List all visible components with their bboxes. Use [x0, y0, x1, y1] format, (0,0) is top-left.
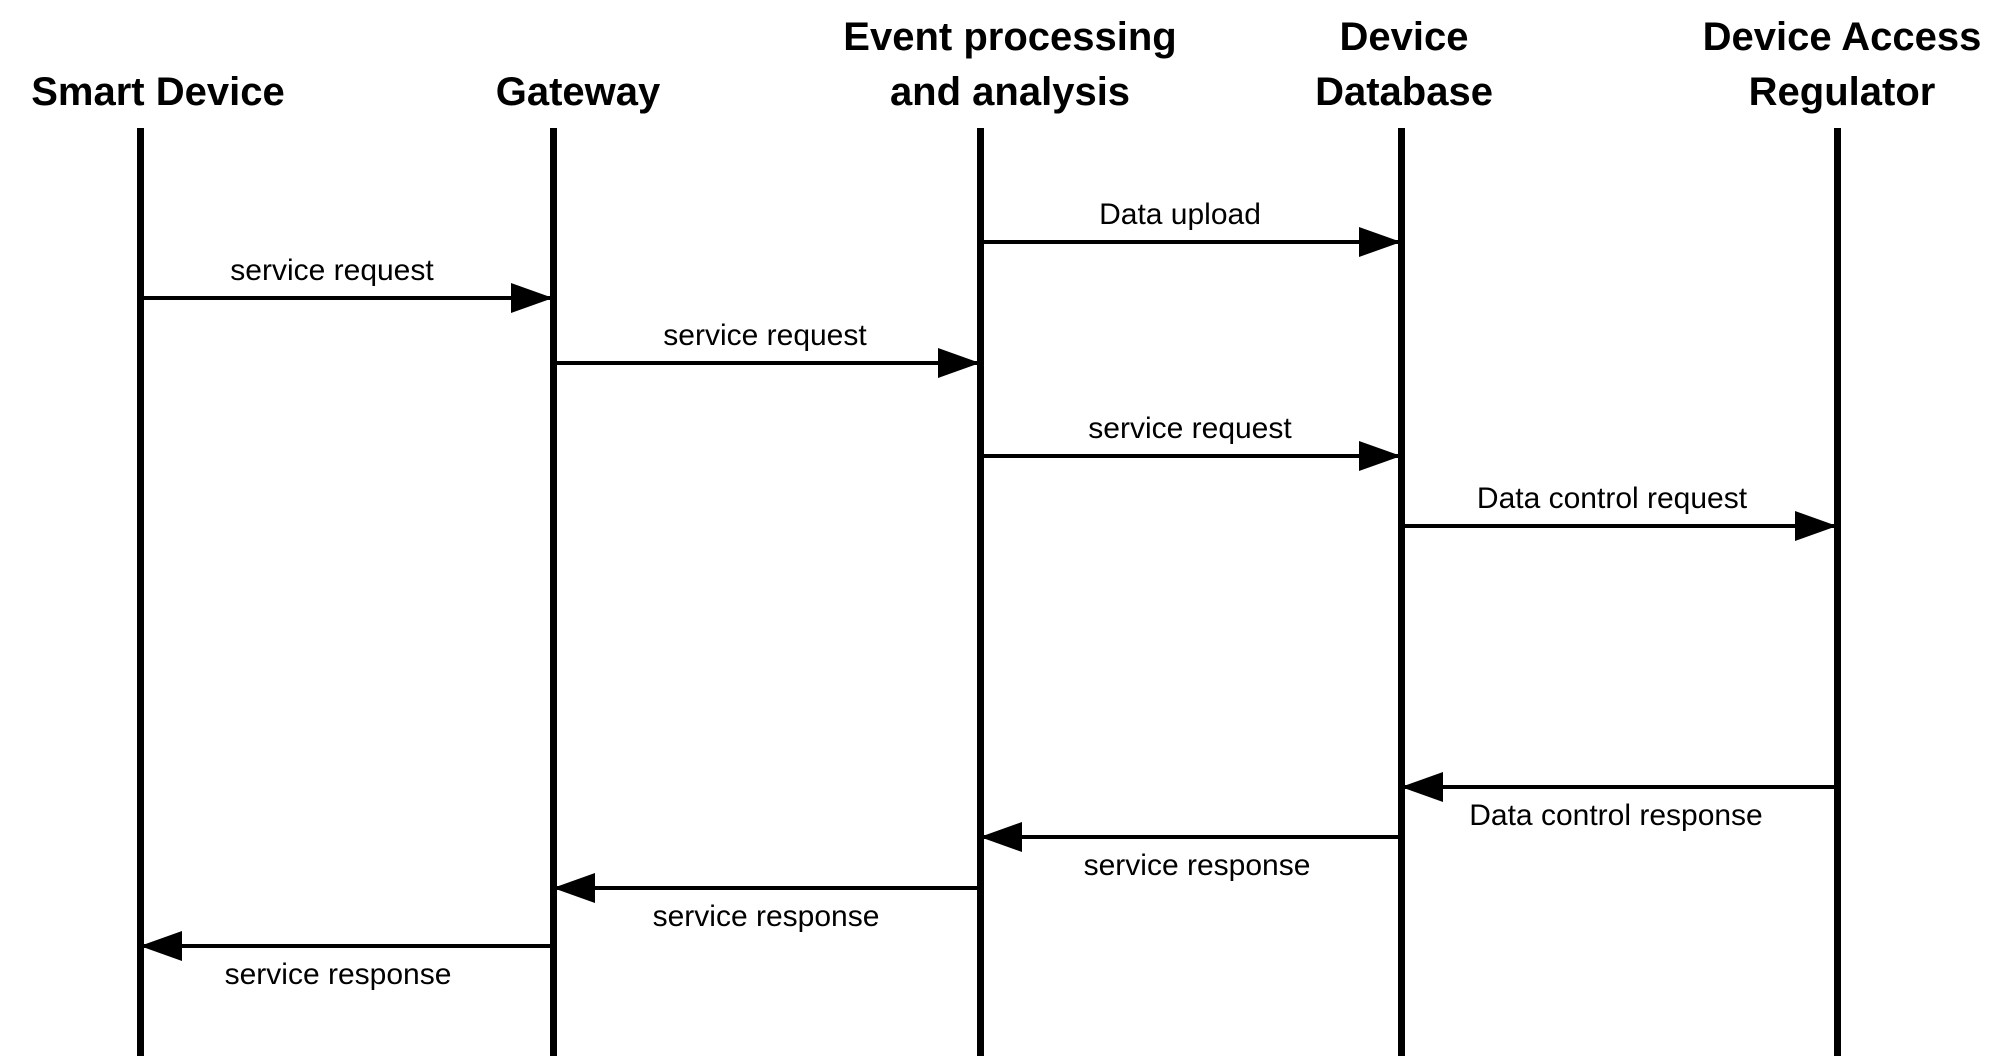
lifeline-device-access-regulator: [1834, 128, 1841, 1056]
actor-label-smart-device: Smart Device: [0, 65, 418, 120]
message-arrow-line: [553, 361, 980, 365]
arrowhead-right-icon: [1359, 441, 1401, 471]
lifeline-smart-device: [137, 128, 144, 1056]
message-label: service request: [230, 254, 434, 287]
message-arrow-line: [980, 835, 1401, 839]
actor-label-line: Database: [1315, 70, 1493, 114]
actor-label-line: Gateway: [495, 70, 661, 114]
lifeline-gateway: [550, 128, 557, 1056]
message-arrow-line: [553, 886, 980, 890]
actor-label-line: Device: [1339, 15, 1469, 59]
actor-label-line: Regulator: [1748, 70, 1936, 114]
actor-label-line: Event processing: [843, 15, 1177, 59]
actor-label-line: and analysis: [889, 70, 1131, 114]
message-arrow-line: [140, 944, 553, 948]
message-arrow-line: [1401, 785, 1837, 789]
arrowhead-left-icon: [553, 873, 595, 903]
message-arrow-line: [140, 296, 553, 300]
message-label: Data control request: [1476, 482, 1748, 515]
actor-label-event-processing: Event processing and analysis: [750, 10, 1270, 120]
lifeline-event-processing: [977, 128, 984, 1056]
message-label: service request: [1088, 412, 1292, 445]
message-arrow-line: [980, 240, 1401, 244]
actor-label-gateway: Gateway: [318, 65, 838, 120]
message-label: Data control response: [1469, 799, 1763, 832]
actor-label-line: Smart Device: [31, 70, 285, 114]
arrowhead-right-icon: [1359, 227, 1401, 257]
message-arrow-line: [1401, 524, 1837, 528]
actor-label-line: Device Access: [1702, 15, 1982, 59]
message-arrow-line: [980, 454, 1401, 458]
arrowhead-left-icon: [140, 931, 182, 961]
arrowhead-left-icon: [1401, 772, 1443, 802]
message-label: service response: [224, 958, 452, 991]
message-label: service response: [1083, 849, 1311, 882]
arrowhead-right-icon: [511, 283, 553, 313]
arrowhead-right-icon: [938, 348, 980, 378]
lifeline-device-database: [1398, 128, 1405, 1056]
message-label: Data upload: [1099, 198, 1261, 231]
arrowhead-left-icon: [980, 822, 1022, 852]
message-label: service request: [663, 319, 867, 352]
message-label: service response: [652, 900, 880, 933]
arrowhead-right-icon: [1795, 511, 1837, 541]
